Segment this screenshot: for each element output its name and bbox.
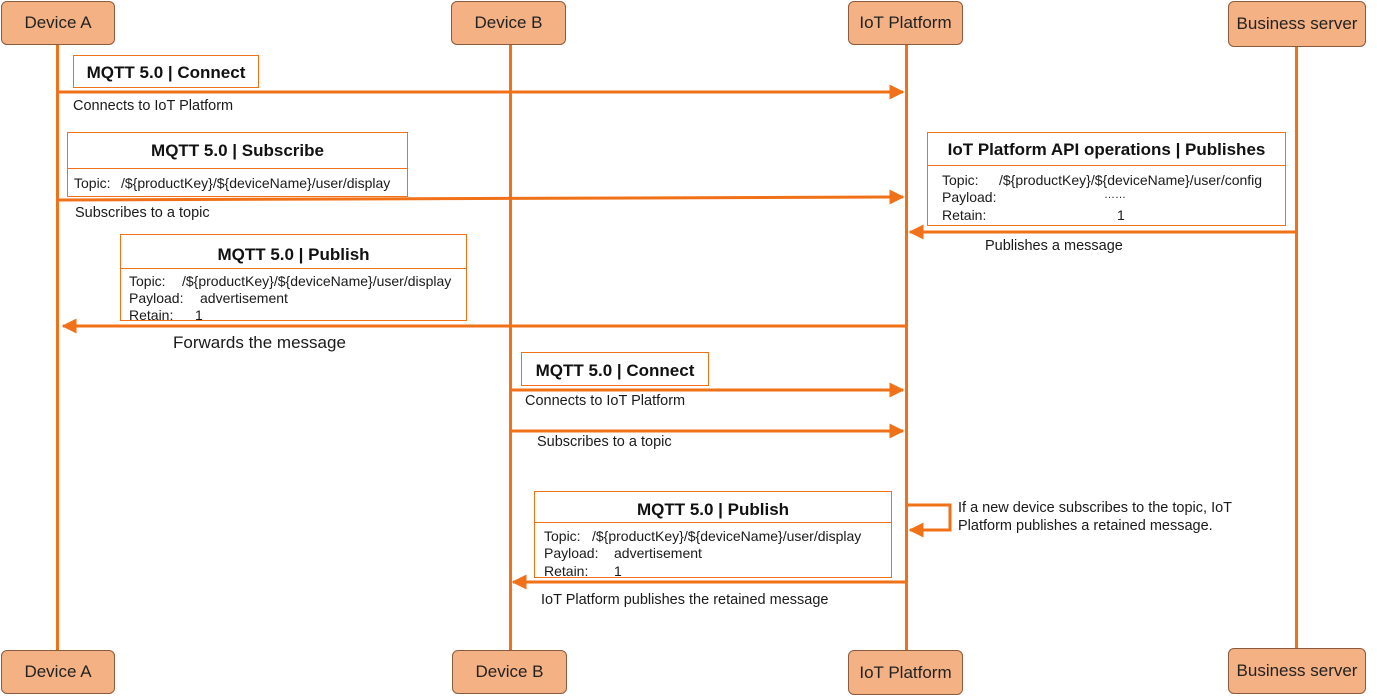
b-connect-box: MQTT 5.0 | Connect — [521, 352, 709, 386]
box-header: MQTT 5.0 | Connect — [535, 361, 695, 380]
device-b-node-bottom: Device B — [452, 650, 567, 694]
box-divider — [535, 522, 891, 523]
topic-value: /${productKey}/${deviceName}/user/displa… — [121, 175, 391, 191]
topic-label: Topic: — [129, 273, 166, 289]
retain-label: Retain: — [129, 307, 174, 323]
retain-label: Retain: — [942, 207, 987, 223]
box-header: IoT Platform API operations | Publishes — [947, 140, 1266, 159]
arrow-a-subscribe — [57, 189, 905, 205]
box-header: MQTT 5.0 | Subscribe — [151, 141, 324, 160]
payload-label: Payload: — [942, 189, 997, 205]
msg-b-connects: Connects to IoT Platform — [525, 393, 686, 409]
device-b-label: Device B — [475, 662, 544, 681]
iot-platform-label: IoT Platform — [859, 662, 952, 682]
a-subscribe-box: MQTT 5.0 | Subscribe Topic: /${productKe… — [67, 132, 408, 197]
payload-value: advertisement — [614, 545, 702, 561]
topic-label: Topic: — [942, 172, 979, 188]
arrow-retained-loop — [908, 503, 952, 538]
msg-forwards: Forwards the message — [173, 333, 346, 352]
device-a-node-top: Device A — [1, 1, 115, 45]
device-a-node-bottom: Device A — [1, 650, 115, 694]
retain-value: 1 — [1117, 207, 1125, 223]
msg-server-publishes: Publishes a message — [985, 238, 1123, 254]
a-connect-box: MQTT 5.0 | Connect — [73, 55, 259, 88]
device-b-node-top: Device B — [451, 1, 566, 45]
box-divider — [121, 268, 466, 269]
payload-value: advertisement — [200, 290, 288, 306]
retain-label: Retain: — [544, 563, 589, 579]
box-divider — [68, 168, 407, 169]
retain-value: 1 — [614, 563, 622, 579]
iot-platform-node-bottom: IoT Platform — [848, 650, 963, 695]
iot-platform-node-top: IoT Platform — [848, 1, 963, 45]
business-server-label: Business server — [1236, 14, 1358, 33]
lifeline-device-a — [56, 44, 59, 650]
msg-b-subscribes: Subscribes to a topic — [537, 434, 672, 450]
msg-a-connects: Connects to IoT Platform — [73, 98, 234, 114]
topic-value: /${productKey}/${deviceName}/user/displa… — [182, 273, 452, 289]
box-header: MQTT 5.0 | Publish — [636, 500, 790, 519]
lifeline-business-server — [1295, 44, 1298, 650]
lifeline-device-b — [509, 44, 512, 650]
topic-label: Topic: — [544, 528, 581, 544]
payload-value: …… — [1104, 189, 1126, 201]
b-publish-box: MQTT 5.0 | Publish Topic: /${productKey}… — [534, 491, 892, 579]
business-server-label: Business server — [1236, 661, 1358, 680]
retain-value: 1 — [195, 307, 203, 323]
device-b-label: Device B — [474, 13, 543, 32]
box-divider — [928, 165, 1285, 166]
msg-retained-publish: IoT Platform publishes the retained mess… — [541, 592, 829, 608]
api-publish-box: IoT Platform API operations | Publishes … — [927, 132, 1286, 226]
retained-note-line1: If a new device subscribes to the topic,… — [958, 500, 1233, 516]
payload-label: Payload: — [129, 290, 184, 306]
box-header: MQTT 5.0 | Connect — [86, 63, 246, 82]
business-server-node-bottom: Business server — [1228, 648, 1366, 694]
a-publish-box: MQTT 5.0 | Publish Topic: /${productKey}… — [120, 234, 467, 323]
payload-label: Payload: — [544, 545, 599, 561]
topic-value: /${productKey}/${deviceName}/user/config — [999, 172, 1263, 188]
box-header: MQTT 5.0 | Publish — [217, 245, 370, 264]
lifeline-iot-platform — [905, 44, 908, 650]
retained-note-line2: Platform publishes a retained message. — [958, 518, 1213, 534]
topic-label: Topic: — [74, 175, 111, 191]
topic-value: /${productKey}/${deviceName}/user/displa… — [592, 528, 862, 544]
device-a-label: Device A — [24, 662, 92, 681]
msg-a-subscribes: Subscribes to a topic — [75, 205, 210, 221]
business-server-node-top: Business server — [1228, 1, 1366, 47]
device-a-label: Device A — [24, 13, 92, 32]
iot-platform-label: IoT Platform — [859, 13, 952, 32]
